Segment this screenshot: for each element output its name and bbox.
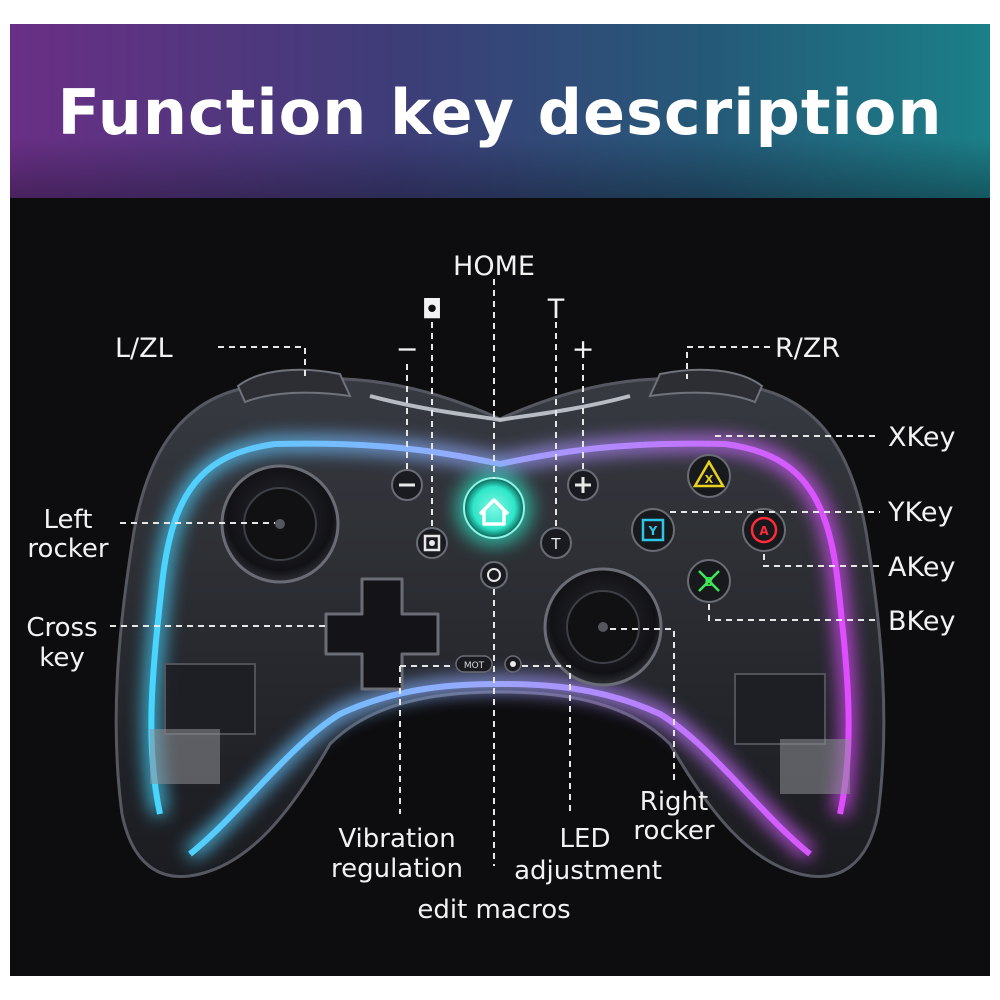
- turbo-button[interactable]: T: [540, 527, 572, 559]
- label-turbo: T: [547, 294, 565, 325]
- square-icon: [641, 518, 665, 542]
- controller-diagram: T MOT X Y: [26, 251, 955, 925]
- label-left-rocker-line2: rocker: [27, 534, 108, 564]
- plus-button[interactable]: [567, 469, 599, 501]
- home-button[interactable]: [456, 470, 532, 546]
- page-title: Function key description: [57, 76, 943, 149]
- label-cross-key-line2: key: [39, 643, 85, 673]
- label-cross-key-line1: Cross: [26, 613, 97, 643]
- macro-button[interactable]: [480, 561, 508, 589]
- led-button[interactable]: [504, 655, 522, 673]
- label-minus: −: [396, 334, 419, 365]
- label-edit-macros: edit macros: [417, 895, 570, 925]
- vibration-button-label: MOT: [464, 661, 485, 671]
- leader-lines: [110, 279, 880, 866]
- poster-frame: Function key description: [10, 24, 990, 976]
- circle-icon: [750, 516, 778, 544]
- controller-body: [114, 368, 886, 878]
- b-button[interactable]: B: [687, 559, 731, 603]
- label-led-line2: adjustment: [514, 856, 662, 886]
- y-button-label: Y: [648, 524, 658, 538]
- label-l-zl: L/ZL: [115, 333, 173, 364]
- label-vibration-line2: regulation: [331, 854, 463, 884]
- label-plus: +: [572, 334, 595, 365]
- label-right-rocker-line1: Right: [640, 787, 708, 817]
- x-button[interactable]: X: [687, 454, 731, 498]
- left-rocker[interactable]: [220, 464, 340, 584]
- label-b-key: BKey: [888, 606, 955, 637]
- label-home: HOME: [453, 251, 535, 282]
- b-button-label: B: [704, 575, 713, 589]
- brightness-icon: [510, 661, 516, 667]
- title-banner: [10, 24, 990, 198]
- label-vibration-line1: Vibration: [338, 824, 455, 854]
- home-icon: [478, 498, 510, 526]
- label-x-key: XKey: [888, 422, 955, 453]
- a-button[interactable]: A: [742, 508, 786, 552]
- right-rocker[interactable]: [543, 567, 663, 687]
- cross-icon: [698, 570, 720, 592]
- label-led-line1: LED: [560, 824, 611, 854]
- triangle-icon: [692, 459, 726, 488]
- label-y-key: YKey: [887, 497, 953, 528]
- x-button-label: X: [705, 473, 714, 486]
- vibration-button[interactable]: MOT: [455, 655, 493, 673]
- label-right-rocker-line2: rocker: [633, 816, 714, 846]
- label-r-zr: R/ZR: [775, 333, 840, 364]
- turbo-button-label: T: [550, 535, 561, 553]
- cross-key[interactable]: [324, 577, 440, 691]
- capture-button[interactable]: [416, 527, 448, 559]
- macro-icon: [487, 568, 501, 582]
- a-button-label: A: [759, 524, 769, 538]
- label-a-key: AKey: [888, 552, 955, 583]
- y-button[interactable]: Y: [631, 508, 675, 552]
- minus-button[interactable]: [391, 469, 423, 501]
- label-left-rocker-line1: Left: [44, 505, 93, 535]
- label-capture: ◘: [422, 295, 443, 325]
